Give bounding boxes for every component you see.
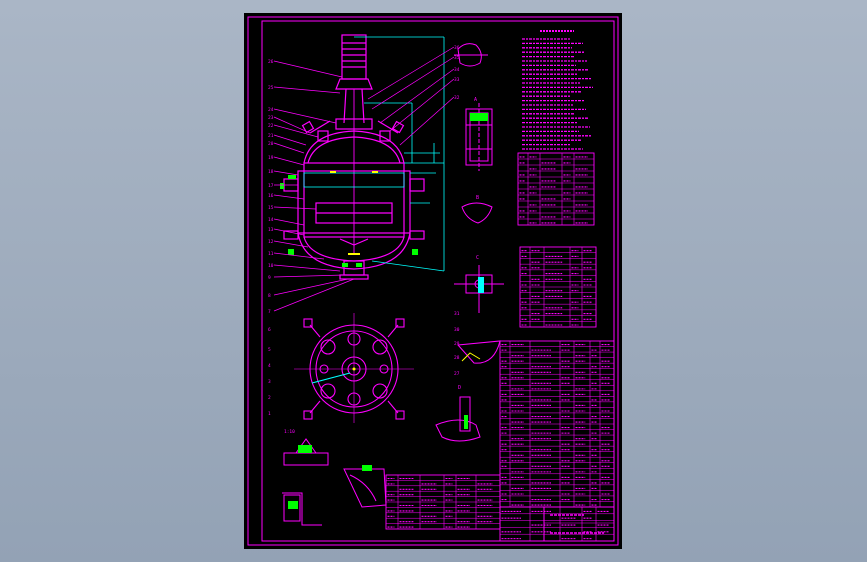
leader-number-left: 1 [268, 411, 271, 417]
leader-number-left: 21 [268, 133, 274, 139]
inner-frame [261, 20, 615, 542]
leader-number-right: 29 [454, 341, 460, 347]
jacket [297, 170, 411, 234]
leader-lines-right [367, 46, 455, 146]
leader-number-left: 19 [268, 155, 274, 161]
leader-number-left: 18 [268, 169, 274, 175]
leader-number-left: 2 [268, 395, 271, 401]
leader-number-left: 26 [268, 59, 274, 65]
leader-number-left: 8 [268, 293, 271, 299]
undefined [517, 152, 595, 226]
top-head [307, 136, 401, 164]
leader-number-left: 23 [268, 115, 274, 121]
detail-label: A [474, 97, 477, 103]
reactor-vessel [280, 34, 425, 280]
aux-lines [303, 36, 445, 272]
undefined [499, 340, 615, 508]
undefined [385, 474, 501, 530]
leader-numbers-left: 2625242322212019181716151413121110987654… [268, 59, 274, 417]
leader-number-left: 4 [268, 363, 271, 369]
leader-number-left: 22 [268, 123, 274, 129]
leader-number-left: 15 [268, 205, 274, 211]
tables [385, 152, 615, 542]
detail-labels: A B C D 1:10 [284, 97, 479, 435]
detail-label: C [476, 255, 479, 261]
leader-number-left: 14 [268, 217, 274, 223]
leader-number-right: 30 [454, 327, 460, 333]
leader-number-left: 7 [268, 309, 271, 315]
leader-number-left: 5 [268, 347, 271, 353]
leader-number-right: 33 [454, 77, 460, 83]
leader-number-right: 31 [454, 311, 460, 317]
leader-number-right: 28 [454, 355, 460, 361]
leader-number-right: 32 [454, 95, 460, 101]
leader-number-right: 36 [454, 45, 460, 51]
cad-drawing: 2625242322212019181716151413121110987654… [247, 16, 619, 546]
leader-number-right: 27 [454, 371, 460, 377]
shell [303, 162, 405, 238]
detail-label: D [458, 385, 461, 391]
undefined [519, 246, 597, 328]
leader-number-left: 9 [268, 275, 271, 281]
leader-numbers-right: 36 35 34 33 32 31 30 29 28 27 [454, 45, 460, 377]
leader-number-left: 16 [268, 193, 274, 199]
leader-number-left: 20 [268, 141, 274, 147]
leader-number-left: 24 [268, 107, 274, 113]
leader-number-left: 6 [268, 327, 271, 333]
detail-fills [288, 113, 488, 509]
outer-frame [247, 16, 619, 546]
leader-number-left: 11 [268, 251, 274, 257]
leader-number-left: 3 [268, 379, 271, 385]
motor [341, 34, 367, 80]
leader-lines-left [273, 60, 355, 312]
detail-views [282, 43, 504, 526]
undefined [499, 506, 615, 542]
leader-number-left: 12 [268, 239, 274, 245]
leader-number-right: 34 [454, 67, 460, 73]
leader-number-left: 17 [268, 183, 274, 189]
detail-label: B [476, 195, 479, 201]
technical-notes [522, 30, 593, 150]
leader-number-left: 25 [268, 85, 274, 91]
reducer [335, 78, 373, 90]
scale-label: 1:10 [284, 429, 295, 435]
leader-number-left: 13 [268, 227, 274, 233]
leader-number-right: 35 [454, 55, 460, 61]
leader-number-left: 10 [268, 263, 274, 269]
title-block [543, 506, 615, 542]
weld-marks [280, 175, 418, 267]
